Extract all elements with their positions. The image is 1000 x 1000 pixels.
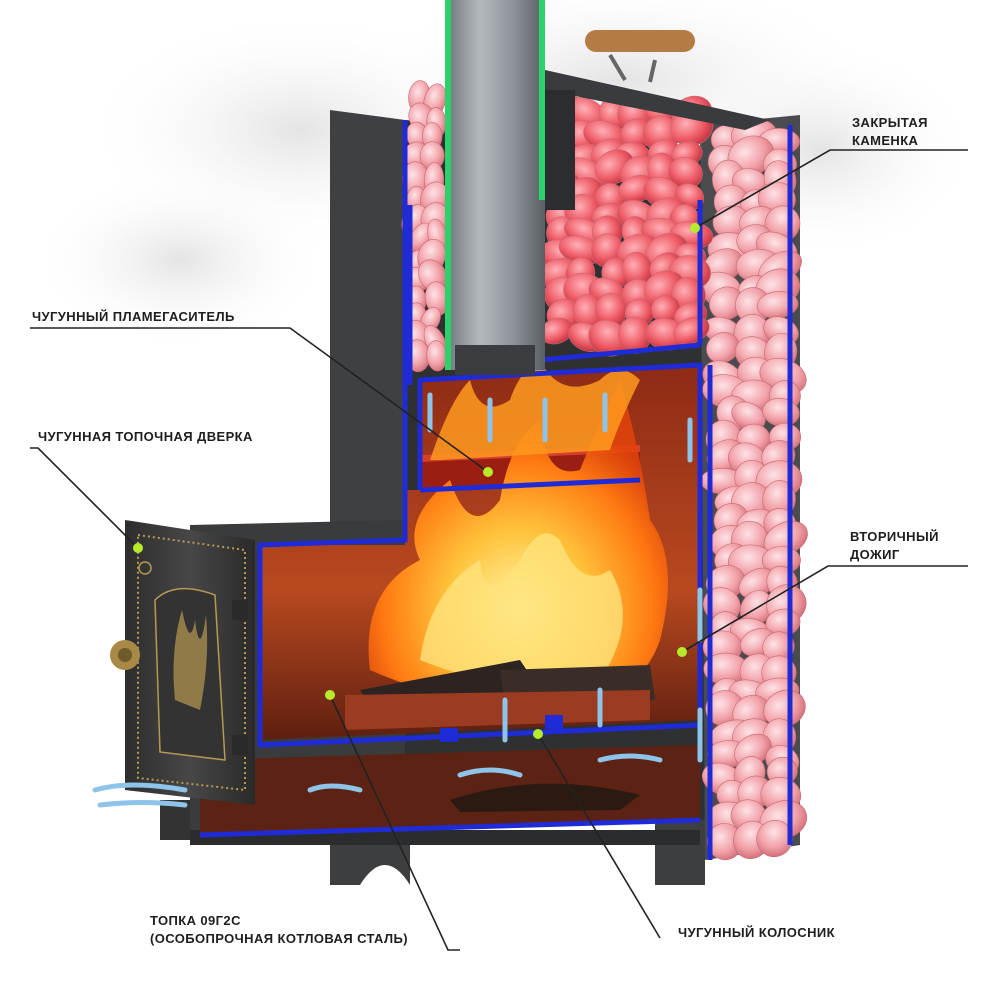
label-grate-line-1: ЧУГУННЫЙ КОЛОСНИК <box>678 925 835 940</box>
label-grate: ЧУГУННЫЙ КОЛОСНИК <box>678 924 835 942</box>
label-closed-heater: ЗАКРЫТАЯ КАМЕНКА <box>852 114 928 150</box>
marker-firebox-steel <box>325 690 335 700</box>
heater-stones-outer <box>401 80 808 861</box>
marker-closed-heater <box>690 223 700 233</box>
leader-grate <box>537 733 661 939</box>
label-firebox-steel-line-2: (ОСОБОПРОЧНАЯ КОТЛОВАЯ СТАЛЬ) <box>150 931 409 946</box>
heater-lid <box>545 30 770 210</box>
label-firebox-door: ЧУГУННАЯ ТОПОЧНАЯ ДВЕРКА <box>38 428 253 446</box>
air-flow-arrows <box>92 392 703 808</box>
marker-flame-arrester <box>483 467 493 477</box>
label-closed-heater-line-1: ЗАКРЫТАЯ <box>852 115 928 130</box>
label-firebox-door-line-1: ЧУГУННАЯ ТОПОЧНАЯ ДВЕРКА <box>38 429 253 444</box>
stone <box>756 819 793 858</box>
leader-closed-heater <box>694 149 968 229</box>
leader-firebox-door <box>30 447 139 549</box>
lid-handle <box>585 30 695 52</box>
label-flame-arrester: ЧУГУННЫЙ ПЛАМЕГАСИТЕЛЬ <box>32 308 235 326</box>
label-flame-arrester-line-1: ЧУГУННЫЙ ПЛАМЕГАСИТЕЛЬ <box>32 309 235 324</box>
leader-secondary-burn <box>681 565 968 653</box>
label-firebox-steel-line-1: ТОПКА 09Г2С <box>150 913 241 928</box>
chimney-pipe <box>445 0 545 375</box>
marker-secondary-burn <box>677 647 687 657</box>
leader-flame-arrester <box>30 327 489 473</box>
firebox-door <box>110 520 255 805</box>
callout-markers <box>133 223 700 739</box>
label-firebox-steel: ТОПКА 09Г2С (ОСОБОПРОЧНАЯ КОТЛОВАЯ СТАЛЬ… <box>150 912 408 948</box>
stone <box>731 401 766 431</box>
leader-lines <box>30 149 968 951</box>
fire-flames <box>368 360 668 706</box>
marker-grate <box>533 729 543 739</box>
label-secondary-burn-line-1: ВТОРИЧНЫЙ <box>850 529 939 544</box>
label-secondary-burn: ВТОРИЧНЫЙ ДОЖИГ <box>850 528 939 564</box>
leader-firebox-steel <box>329 694 460 951</box>
stone <box>706 332 740 364</box>
label-closed-heater-line-2: КАМЕНКА <box>852 133 919 148</box>
label-secondary-burn-line-2: ДОЖИГ <box>850 547 900 562</box>
marker-firebox-door <box>133 543 143 553</box>
